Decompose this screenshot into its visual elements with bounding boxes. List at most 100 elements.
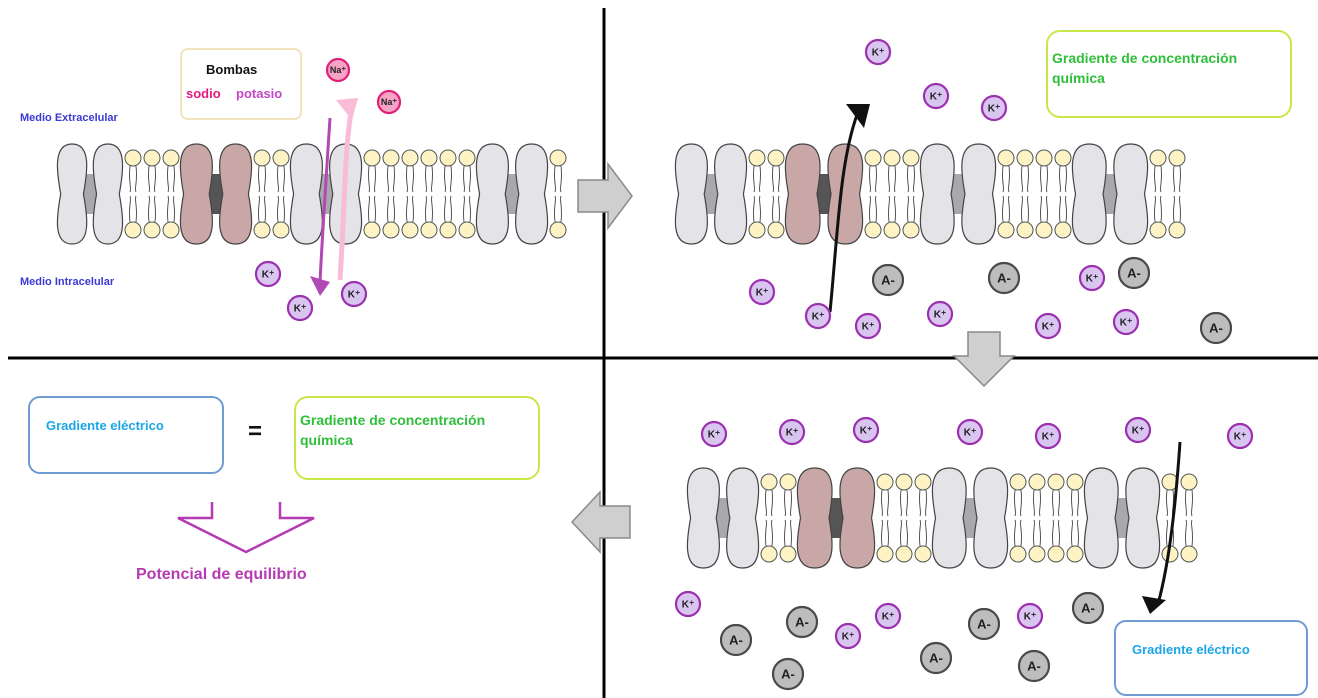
lipid-molecule <box>1017 150 1033 238</box>
electric-gradient-box-left <box>28 396 224 474</box>
svg-text:K⁺: K⁺ <box>262 270 275 281</box>
svg-text:A-: A- <box>1127 266 1141 281</box>
potassium-ion-icon: K⁺ <box>1036 424 1060 448</box>
lipid-molecule <box>1067 474 1083 562</box>
lipid-molecule <box>1150 150 1166 238</box>
svg-text:A-: A- <box>781 667 795 682</box>
anion-icon: A- <box>873 265 903 295</box>
lipid-molecule <box>998 150 1014 238</box>
anion-icon: A- <box>1073 593 1103 623</box>
sodium-potassium-pump <box>785 144 862 244</box>
potassium-ion-icon: K⁺ <box>866 40 890 64</box>
lipid-molecule <box>421 150 437 238</box>
potassium-ion-icon: K⁺ <box>1036 314 1060 338</box>
membrane-panel-2 <box>675 144 1185 244</box>
svg-text:K⁺: K⁺ <box>988 104 1001 115</box>
channel-protein <box>675 144 746 244</box>
down-block-arrow-icon <box>954 332 1014 386</box>
channel-protein <box>1072 144 1147 244</box>
lipid-molecule <box>364 150 380 238</box>
potassium-ion-icon: K⁺ <box>702 422 726 446</box>
lipid-molecule <box>1029 474 1045 562</box>
svg-text:A-: A- <box>1027 659 1041 674</box>
anion-icon: A- <box>773 659 803 689</box>
lipid-molecule <box>459 150 475 238</box>
potassium-ion-icon: K⁺ <box>750 280 774 304</box>
lipid-molecule <box>402 150 418 238</box>
lipid-molecule <box>163 150 179 238</box>
lipid-molecule <box>1010 474 1026 562</box>
svg-text:K⁺: K⁺ <box>934 310 947 321</box>
svg-text:A-: A- <box>795 615 809 630</box>
potassium-ion-icon: K⁺ <box>876 604 900 628</box>
svg-text:K⁺: K⁺ <box>1042 432 1055 443</box>
lipid-molecule <box>1169 150 1185 238</box>
equals-sign: = <box>248 418 262 446</box>
svg-text:A-: A- <box>881 273 895 288</box>
svg-text:A-: A- <box>977 617 991 632</box>
potassium-ion-icon: K⁺ <box>836 624 860 648</box>
equilibrium-potential-label: Potencial de equilibrio <box>136 566 307 584</box>
electric-return-arrow <box>1158 442 1180 604</box>
pumps-sodium-label: sodio <box>186 86 221 101</box>
svg-text:K⁺: K⁺ <box>756 288 769 299</box>
lipid-molecule <box>877 474 893 562</box>
channel-protein <box>920 144 995 244</box>
anion-icon: A- <box>1019 651 1049 681</box>
lipid-molecule <box>1055 150 1071 238</box>
potassium-ion-icon: K⁺ <box>342 282 366 306</box>
anion-icon: A- <box>969 609 999 639</box>
svg-text:K⁺: K⁺ <box>1234 432 1247 443</box>
lipid-molecule <box>383 150 399 238</box>
svg-text:K⁺: K⁺ <box>860 426 873 437</box>
electric-gradient-label-right: Gradiente eléctrico <box>1132 642 1250 657</box>
chemical-gradient-label: Gradiente de concentración química <box>1052 48 1288 88</box>
sodium-ion-icon: Na⁺ <box>378 91 400 113</box>
potassium-in-arrowhead <box>310 276 330 296</box>
svg-text:K⁺: K⁺ <box>842 632 855 643</box>
lipid-molecule <box>761 474 777 562</box>
potassium-ion-icon: K⁺ <box>288 296 312 320</box>
lipid-molecule <box>768 150 784 238</box>
electric-gradient-box-right <box>1114 620 1308 696</box>
lipid-molecule <box>903 150 919 238</box>
sodium-potassium-pump <box>180 144 251 244</box>
channel-protein <box>476 144 547 244</box>
sodium-out-arrowhead <box>336 98 358 120</box>
svg-text:A-: A- <box>929 651 943 666</box>
potassium-ion-icon: K⁺ <box>1018 604 1042 628</box>
electric-gradient-label-left: Gradiente eléctrico <box>46 418 164 433</box>
chemical-gradient-label-left: Gradiente de concentración química <box>300 410 536 450</box>
svg-text:K⁺: K⁺ <box>930 92 943 103</box>
svg-text:K⁺: K⁺ <box>1042 322 1055 333</box>
svg-text:Na⁺: Na⁺ <box>381 97 398 107</box>
svg-text:A-: A- <box>1209 321 1223 336</box>
electric-return-arrowhead <box>1142 596 1166 614</box>
lipid-molecule <box>749 150 765 238</box>
svg-text:K⁺: K⁺ <box>1120 318 1133 329</box>
lipid-molecule <box>1036 150 1052 238</box>
svg-text:K⁺: K⁺ <box>682 600 695 611</box>
lipid-molecule <box>884 150 900 238</box>
membrane-panel-4 <box>687 468 1197 568</box>
potassium-ion-icon: K⁺ <box>928 302 952 326</box>
potassium-ion-icon: K⁺ <box>1080 266 1104 290</box>
potassium-ion-icon: K⁺ <box>676 592 700 616</box>
lipid-molecule <box>254 150 270 238</box>
equilibrium-bracket-icon <box>178 502 314 552</box>
intracellular-label: Medio Intracelular <box>20 276 114 288</box>
svg-text:K⁺: K⁺ <box>964 428 977 439</box>
lipid-molecule <box>865 150 881 238</box>
svg-text:K⁺: K⁺ <box>812 312 825 323</box>
potassium-ion-icon: K⁺ <box>1228 424 1252 448</box>
anion-icon: A- <box>787 607 817 637</box>
anion-icon: A- <box>1201 313 1231 343</box>
channel-protein <box>57 144 122 244</box>
lipid-molecule <box>1048 474 1064 562</box>
lipid-molecule <box>144 150 160 238</box>
svg-text:A-: A- <box>997 271 1011 286</box>
pumps-potassium-label: potasio <box>236 86 282 101</box>
lipid-molecule <box>550 150 566 238</box>
anion-icon: A- <box>1119 258 1149 288</box>
sodium-potassium-pump <box>797 468 874 568</box>
